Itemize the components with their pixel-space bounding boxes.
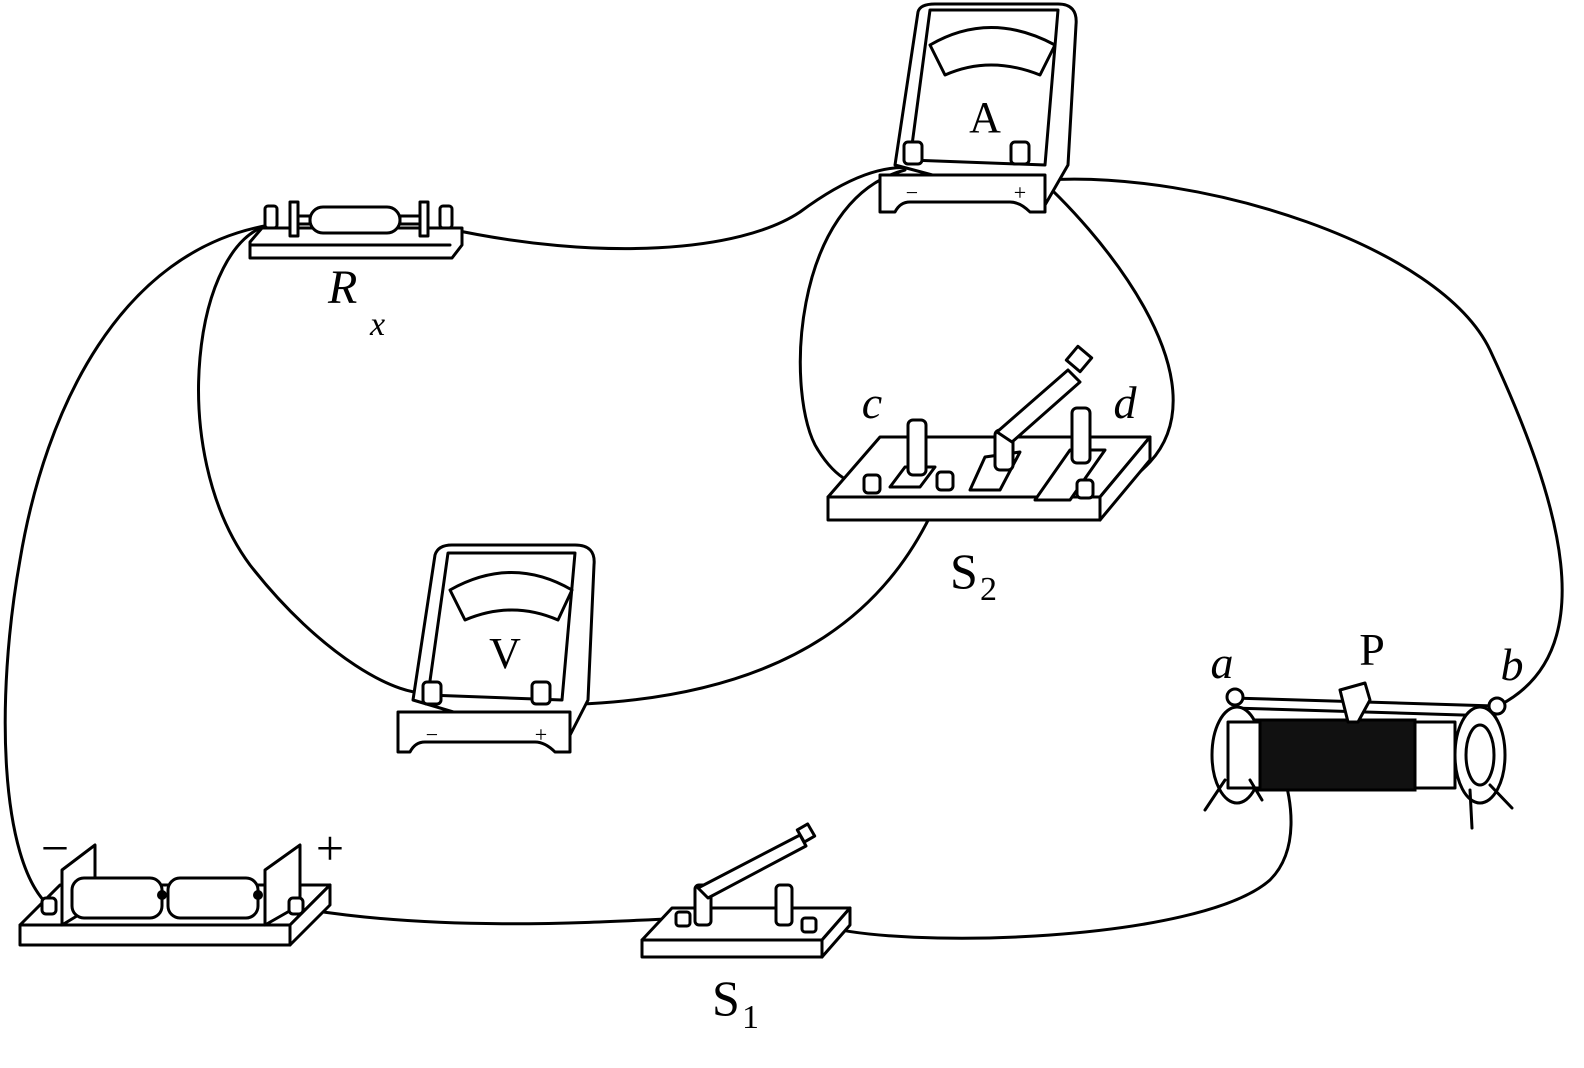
wire-s2-to-voltmeter bbox=[539, 480, 947, 707]
voltmeter-label: V bbox=[489, 629, 521, 678]
switch2-subscript: 2 bbox=[980, 571, 997, 608]
battery-plus-label: + bbox=[316, 820, 344, 876]
ammeter-label: A bbox=[969, 93, 1001, 142]
rheostat-end-b-label: b bbox=[1501, 639, 1524, 690]
rheostat-end-a-label: a bbox=[1211, 637, 1234, 688]
wires bbox=[3, 166, 1564, 940]
wire-rx-to-ammeter bbox=[443, 166, 915, 251]
switch-s1: S 1 bbox=[640, 822, 852, 1036]
switch1-subscript: 1 bbox=[742, 999, 759, 1036]
resistor-label: R bbox=[327, 261, 357, 314]
switch2-label: S bbox=[950, 543, 978, 599]
wire-rx-to-voltmeter bbox=[197, 223, 434, 695]
wire-battery-to-s1 bbox=[308, 908, 687, 926]
resistor-rx: R x bbox=[248, 200, 464, 343]
voltmeter-plus-label: + bbox=[535, 722, 547, 747]
voltmeter: V − + bbox=[396, 543, 596, 754]
terminal-c-label: c bbox=[862, 377, 882, 428]
battery: − + bbox=[18, 820, 344, 947]
battery-minus-label: − bbox=[41, 820, 69, 876]
switch1-label: S bbox=[712, 970, 740, 1026]
ammeter-plus-label: + bbox=[1014, 180, 1026, 205]
switch-s2: c d S 2 bbox=[826, 344, 1152, 608]
wire-battery-to-rx bbox=[3, 223, 272, 907]
ammeter-minus-label: − bbox=[906, 180, 918, 205]
rheostat: a b P bbox=[1203, 624, 1524, 830]
wire-s1-to-rheostat bbox=[818, 768, 1293, 940]
resistor-subscript: x bbox=[369, 306, 385, 343]
ammeter: A − + bbox=[878, 2, 1078, 214]
wire-ammeter-to-b bbox=[1043, 177, 1564, 707]
rheostat-slider-label: P bbox=[1359, 624, 1385, 675]
terminal-d-label: d bbox=[1114, 377, 1138, 428]
voltmeter-minus-label: − bbox=[426, 722, 438, 747]
